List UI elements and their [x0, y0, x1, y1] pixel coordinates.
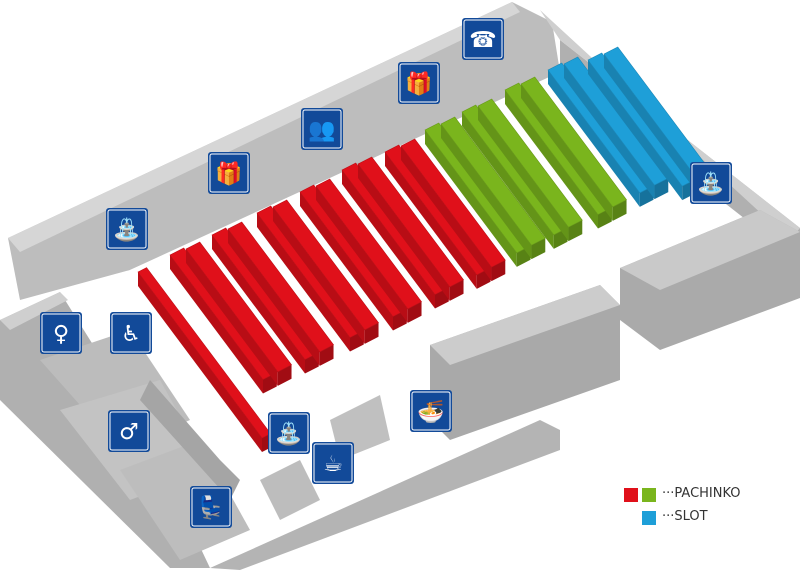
information-counter-icon: 👥	[301, 108, 343, 150]
massage-chair-icon: 💺	[190, 486, 232, 528]
pachinko-row	[400, 138, 506, 282]
svg-text:♀: ♀	[53, 322, 69, 347]
drinking-fountain-icon: ⛲	[690, 162, 732, 204]
machine-rows	[137, 46, 712, 452]
gift-exchange-icon: 🎁	[398, 62, 440, 104]
pachinko-row	[477, 98, 583, 242]
svg-text:☕: ☕	[323, 452, 343, 477]
drinking-fountain-icon: ⛲	[106, 208, 148, 250]
drinking-fountain-icon: ⛲	[268, 412, 310, 454]
pachinko-row	[185, 241, 292, 386]
telephone-icon: ☎	[462, 18, 504, 60]
noodle-restaurant-icon: 🍜	[410, 390, 452, 432]
pachinko-row	[315, 178, 422, 323]
pachinko-row	[520, 76, 627, 221]
womens-restroom-icon: ♀	[40, 312, 82, 354]
legend-swatch-pachinko-red	[624, 488, 638, 502]
accessible-restroom-icon: ♿	[110, 312, 152, 354]
pachinko-row	[272, 199, 379, 344]
svg-text:⛲: ⛲	[697, 171, 724, 197]
svg-text:🍜: 🍜	[417, 399, 444, 425]
svg-text:☎: ☎	[469, 28, 496, 53]
svg-text:♿: ♿	[121, 322, 141, 347]
legend-swatch-pachinko-green	[642, 488, 656, 502]
svg-text:🎁: 🎁	[405, 71, 432, 97]
pachinko-row	[440, 116, 546, 260]
svg-text:💺: 💺	[197, 495, 224, 521]
gift-exchange-icon: 🎁	[208, 152, 250, 194]
legend-label-pachinko: ···PACHINKO	[662, 486, 741, 501]
svg-text:♂: ♂	[119, 420, 139, 445]
svg-text:⛲: ⛲	[275, 421, 302, 447]
svg-text:⛲: ⛲	[113, 217, 140, 243]
svg-text:👥: 👥	[308, 118, 335, 143]
legend-label-slot: ···SLOT	[662, 509, 708, 524]
coffee-cafe-icon: ☕	[312, 442, 354, 484]
legend-swatch-slot	[642, 511, 656, 525]
facility-icons: ☎ 🎁 👥 🎁 ⛲ ⛲ ♀ ♿ ♂ ⛲ 🍜 ☕ 💺	[40, 18, 732, 528]
pachinko-row	[227, 221, 334, 366]
mens-restroom-icon: ♂	[108, 410, 150, 452]
pachinko-row	[357, 156, 464, 301]
svg-text:🎁: 🎁	[215, 161, 242, 187]
